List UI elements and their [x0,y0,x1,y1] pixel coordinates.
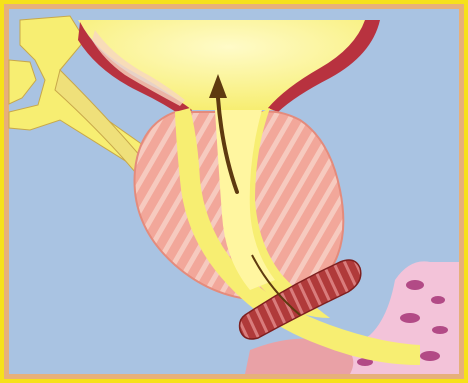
prostate-anatomy-diagram [0,0,468,383]
diagram-frame [0,0,468,383]
